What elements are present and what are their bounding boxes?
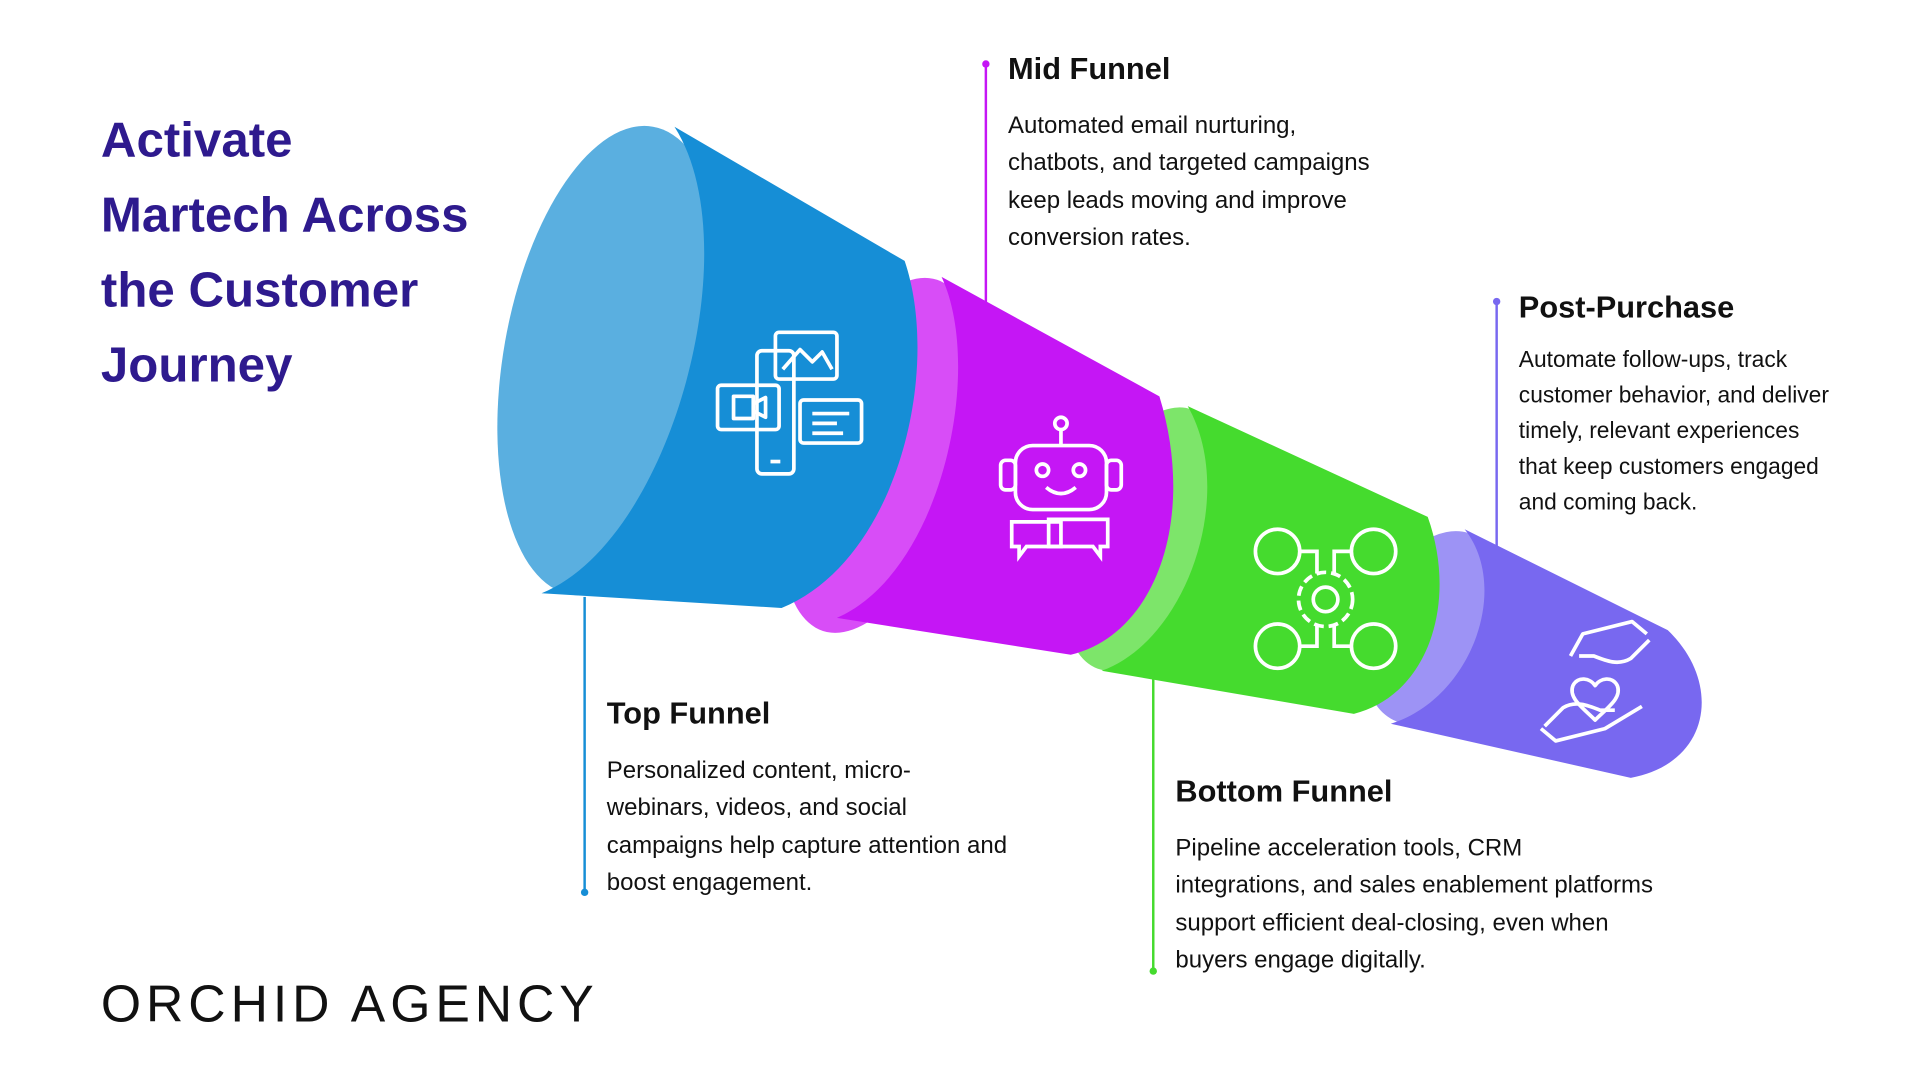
title-line: Journey: [100, 338, 293, 393]
stage-post-purchase: Post-Purchase Automate follow-ups, track…: [1519, 290, 1839, 519]
top-funnel-dot: [580, 888, 589, 897]
title-line: the Customer: [100, 263, 419, 318]
hands-heart-icon: [1539, 619, 1651, 743]
chatbot-icon: [998, 415, 1124, 562]
mid-funnel-connector: [984, 64, 988, 305]
title-line: Martech Across: [100, 188, 469, 243]
network-gear-icon: [1253, 527, 1398, 671]
mid-funnel-dot: [982, 60, 990, 68]
stage-description: Pipeline acceleration tools, CRM integra…: [1175, 834, 1654, 974]
stage-heading: Bottom Funnel: [1175, 774, 1393, 809]
orchid-agency-logo: ORCHID AGENCY: [100, 974, 599, 1033]
stage-description: Automated email nurturing, chatbots, and…: [1008, 112, 1370, 251]
stage-mid-funnel: Mid Funnel Automated email nurturing, ch…: [1008, 52, 1377, 257]
content-channels-icon: [715, 330, 864, 476]
stage-heading: Top Funnel: [606, 696, 771, 732]
post-purchase-dot: [1492, 297, 1501, 306]
funnel-segment-top: [497, 125, 918, 609]
bottom-funnel-connector: [1152, 670, 1155, 973]
stage-description: Automate follow-ups, track customer beha…: [1518, 345, 1829, 515]
page-title: Activate Martech Across the Customer Jou…: [101, 103, 519, 403]
stage-top-funnel: Top Funnel Personalized content, micro-w…: [607, 697, 1013, 902]
top-funnel-connector: [583, 596, 586, 893]
bottom-funnel-dot: [1149, 967, 1157, 975]
stage-bottom-funnel: Bottom Funnel Pipeline acceleration tool…: [1175, 774, 1655, 979]
post-purchase-connector: [1495, 301, 1498, 548]
title-line: Activate: [100, 113, 293, 168]
stage-heading: Post-Purchase: [1518, 290, 1735, 325]
stage-heading: Mid Funnel: [1008, 51, 1171, 87]
stage-description: Personalized content, micro-webinars, vi…: [606, 756, 1008, 896]
